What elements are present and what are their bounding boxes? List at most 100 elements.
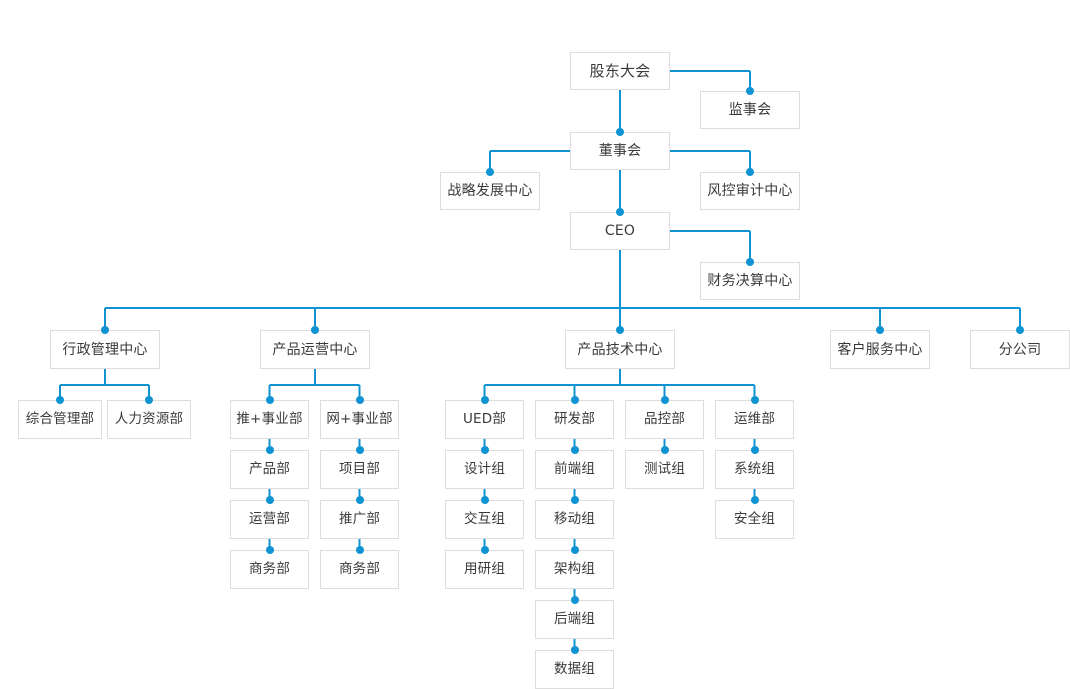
org-node-project_dept[interactable]: 项目部 bbox=[320, 450, 399, 489]
connector-dot-tui_bu bbox=[265, 396, 274, 404]
connector-dot-hr bbox=[145, 396, 153, 404]
org-node-label: 推广部 bbox=[338, 510, 381, 527]
connector-dot-test_team bbox=[660, 446, 669, 454]
org-node-promo_dept[interactable]: 推广部 bbox=[320, 500, 399, 539]
org-node-general_mgmt[interactable]: 综合管理部 bbox=[18, 400, 102, 439]
org-node-hr[interactable]: 人力资源部 bbox=[107, 400, 191, 439]
org-node-security_team[interactable]: 安全组 bbox=[715, 500, 794, 539]
org-node-admin[interactable]: 行政管理中心 bbox=[50, 330, 160, 369]
org-node-label: 行政管理中心 bbox=[62, 341, 148, 358]
org-node-ued[interactable]: UED部 bbox=[445, 400, 524, 439]
connector-dot-qa bbox=[660, 396, 669, 404]
connector-dot-biz_dept_b bbox=[355, 546, 364, 554]
org-node-test_team[interactable]: 测试组 bbox=[625, 450, 704, 489]
org-node-product_dept[interactable]: 产品部 bbox=[230, 450, 309, 489]
connector-dot-rnd bbox=[570, 396, 579, 404]
org-node-research_team[interactable]: 用研组 bbox=[445, 550, 524, 589]
org-node-label: 安全组 bbox=[733, 510, 776, 527]
org-node-biz_dept_b[interactable]: 商务部 bbox=[320, 550, 399, 589]
connector-dot-finance bbox=[746, 258, 754, 266]
org-node-interact_team[interactable]: 交互组 bbox=[445, 500, 524, 539]
connector-dot-design_team bbox=[480, 446, 489, 454]
connector-dot-mobile_team bbox=[570, 496, 579, 504]
org-node-label: 综合管理部 bbox=[25, 410, 95, 427]
connector-dot-backend_team bbox=[570, 596, 579, 604]
org-node-label: 客户服务中心 bbox=[837, 341, 923, 358]
org-node-ops[interactable]: 运维部 bbox=[715, 400, 794, 439]
org-node-label: 系统组 bbox=[733, 460, 776, 477]
org-node-branch[interactable]: 分公司 bbox=[970, 330, 1070, 369]
org-node-label: 网+事业部 bbox=[326, 410, 393, 427]
connector-dot-project_dept bbox=[355, 446, 364, 454]
connector-dot-product_dept bbox=[265, 446, 274, 454]
connector-dot-supervisors bbox=[746, 87, 754, 95]
connector-dot-strategy bbox=[486, 168, 494, 176]
connector-dot-ops_dept bbox=[265, 496, 274, 504]
org-node-label: 推+事业部 bbox=[236, 410, 303, 427]
org-node-label: 风控审计中心 bbox=[707, 183, 793, 199]
org-node-data_team[interactable]: 数据组 bbox=[535, 650, 614, 689]
org-node-rnd[interactable]: 研发部 bbox=[535, 400, 614, 439]
org-node-label: 董事会 bbox=[598, 143, 642, 159]
connector-dot-data_team bbox=[570, 646, 579, 654]
org-node-label: 财务决算中心 bbox=[707, 273, 793, 289]
org-node-label: 产品技术中心 bbox=[577, 341, 663, 358]
org-node-label: 股东大会 bbox=[589, 61, 651, 80]
org-node-label: 商务部 bbox=[248, 560, 291, 577]
org-node-label: 人力资源部 bbox=[114, 410, 184, 427]
connector-dot-frontend_team bbox=[570, 446, 579, 454]
org-node-label: 前端组 bbox=[553, 460, 596, 477]
org-node-label: 运营部 bbox=[248, 510, 291, 527]
connector-dot-promo_dept bbox=[355, 496, 364, 504]
connector-dot-wang_bu bbox=[355, 396, 364, 404]
org-node-ops_dept[interactable]: 运营部 bbox=[230, 500, 309, 539]
connector-dot-prodops bbox=[311, 326, 319, 334]
org-node-ceo[interactable]: CEO bbox=[570, 212, 670, 250]
org-node-frontend_team[interactable]: 前端组 bbox=[535, 450, 614, 489]
connector-dot-ued bbox=[480, 396, 489, 404]
connector-dot-arch_team bbox=[570, 546, 579, 554]
org-node-finance[interactable]: 财务决算中心 bbox=[700, 262, 800, 300]
org-node-prodtech[interactable]: 产品技术中心 bbox=[565, 330, 675, 369]
connector-dot-general_mgmt bbox=[56, 396, 64, 404]
org-node-prodops[interactable]: 产品运营中心 bbox=[260, 330, 370, 369]
org-node-custservice[interactable]: 客户服务中心 bbox=[830, 330, 930, 369]
connector-dot-riskaudit bbox=[746, 168, 754, 176]
connector-dot-system_team bbox=[750, 446, 759, 454]
org-node-qa[interactable]: 品控部 bbox=[625, 400, 704, 439]
org-node-mobile_team[interactable]: 移动组 bbox=[535, 500, 614, 539]
connector-dot-interact_team bbox=[480, 496, 489, 504]
connector-dot-board bbox=[616, 128, 624, 136]
org-node-board[interactable]: 董事会 bbox=[570, 132, 670, 170]
org-node-design_team[interactable]: 设计组 bbox=[445, 450, 524, 489]
connector-dot-research_team bbox=[480, 546, 489, 554]
org-node-label: 运维部 bbox=[733, 410, 776, 427]
org-node-riskaudit[interactable]: 风控审计中心 bbox=[700, 172, 800, 210]
org-node-label: 数据组 bbox=[553, 660, 596, 677]
connector-dot-ops bbox=[750, 396, 759, 404]
connector-dot-prodtech bbox=[616, 326, 624, 334]
connector-dot-admin bbox=[101, 326, 109, 334]
org-node-backend_team[interactable]: 后端组 bbox=[535, 600, 614, 639]
org-node-arch_team[interactable]: 架构组 bbox=[535, 550, 614, 589]
org-node-label: 项目部 bbox=[338, 460, 381, 477]
connector-dot-custservice bbox=[876, 326, 884, 334]
org-node-system_team[interactable]: 系统组 bbox=[715, 450, 794, 489]
org-node-biz_dept_a[interactable]: 商务部 bbox=[230, 550, 309, 589]
org-node-label: 后端组 bbox=[553, 610, 596, 627]
org-node-label: 监事会 bbox=[728, 102, 772, 118]
org-node-label: 交互组 bbox=[463, 510, 506, 527]
connector-dot-ceo bbox=[616, 208, 624, 216]
org-node-label: 研发部 bbox=[553, 410, 596, 427]
org-node-tui_bu[interactable]: 推+事业部 bbox=[230, 400, 309, 439]
org-node-supervisors[interactable]: 监事会 bbox=[700, 91, 800, 129]
org-node-wang_bu[interactable]: 网+事业部 bbox=[320, 400, 399, 439]
org-node-strategy[interactable]: 战略发展中心 bbox=[440, 172, 540, 210]
org-node-label: 商务部 bbox=[338, 560, 381, 577]
org-node-label: 产品运营中心 bbox=[272, 341, 358, 358]
org-node-label: 测试组 bbox=[643, 460, 686, 477]
org-node-label: 产品部 bbox=[248, 460, 291, 477]
org-node-shareholders[interactable]: 股东大会 bbox=[570, 52, 670, 90]
org-node-label: 分公司 bbox=[998, 341, 1042, 358]
